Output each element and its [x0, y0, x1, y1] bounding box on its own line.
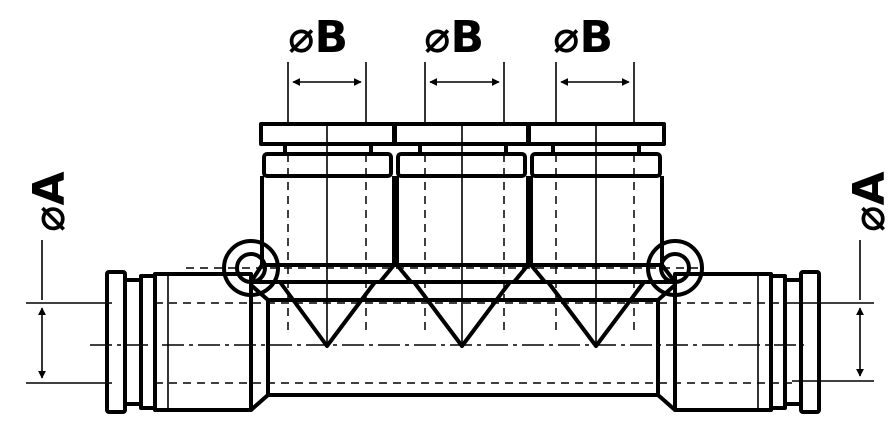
svg-text:⌀A: ⌀A	[24, 171, 75, 232]
dimension-arrows-b	[287, 62, 635, 126]
dimension-letter-a: A	[844, 171, 894, 205]
outlet-3	[527, 122, 666, 348]
diameter-symbol: ⌀	[288, 12, 315, 63]
dimension-label-a-left: ⌀A	[24, 171, 75, 232]
outlet-1	[259, 122, 396, 348]
dimension-label-b-3: ⌀B	[553, 12, 613, 63]
dimension-label-b-1: ⌀B	[288, 12, 348, 63]
manifold-body	[105, 267, 821, 414]
diameter-symbol: ⌀	[553, 12, 580, 63]
dimension-label-a-right: ⌀A	[844, 171, 894, 232]
dimension-label-b-2: ⌀B	[424, 12, 484, 63]
svg-text:⌀B: ⌀B	[424, 12, 484, 63]
dimension-letter-b: B	[315, 12, 349, 63]
dimension-letter-a: A	[24, 171, 75, 205]
svg-text:⌀B: ⌀B	[553, 12, 613, 63]
dimension-letter-b: B	[580, 12, 614, 63]
outlet-2	[393, 122, 530, 348]
dimension-arrows-a	[26, 240, 874, 384]
diameter-symbol: ⌀	[844, 206, 894, 233]
diameter-symbol: ⌀	[424, 12, 451, 63]
dimension-letter-b: B	[451, 12, 485, 63]
svg-text:⌀A: ⌀A	[844, 171, 894, 232]
svg-text:⌀B: ⌀B	[288, 12, 348, 63]
outlet-joins	[249, 263, 677, 284]
diameter-symbol: ⌀	[24, 206, 75, 233]
